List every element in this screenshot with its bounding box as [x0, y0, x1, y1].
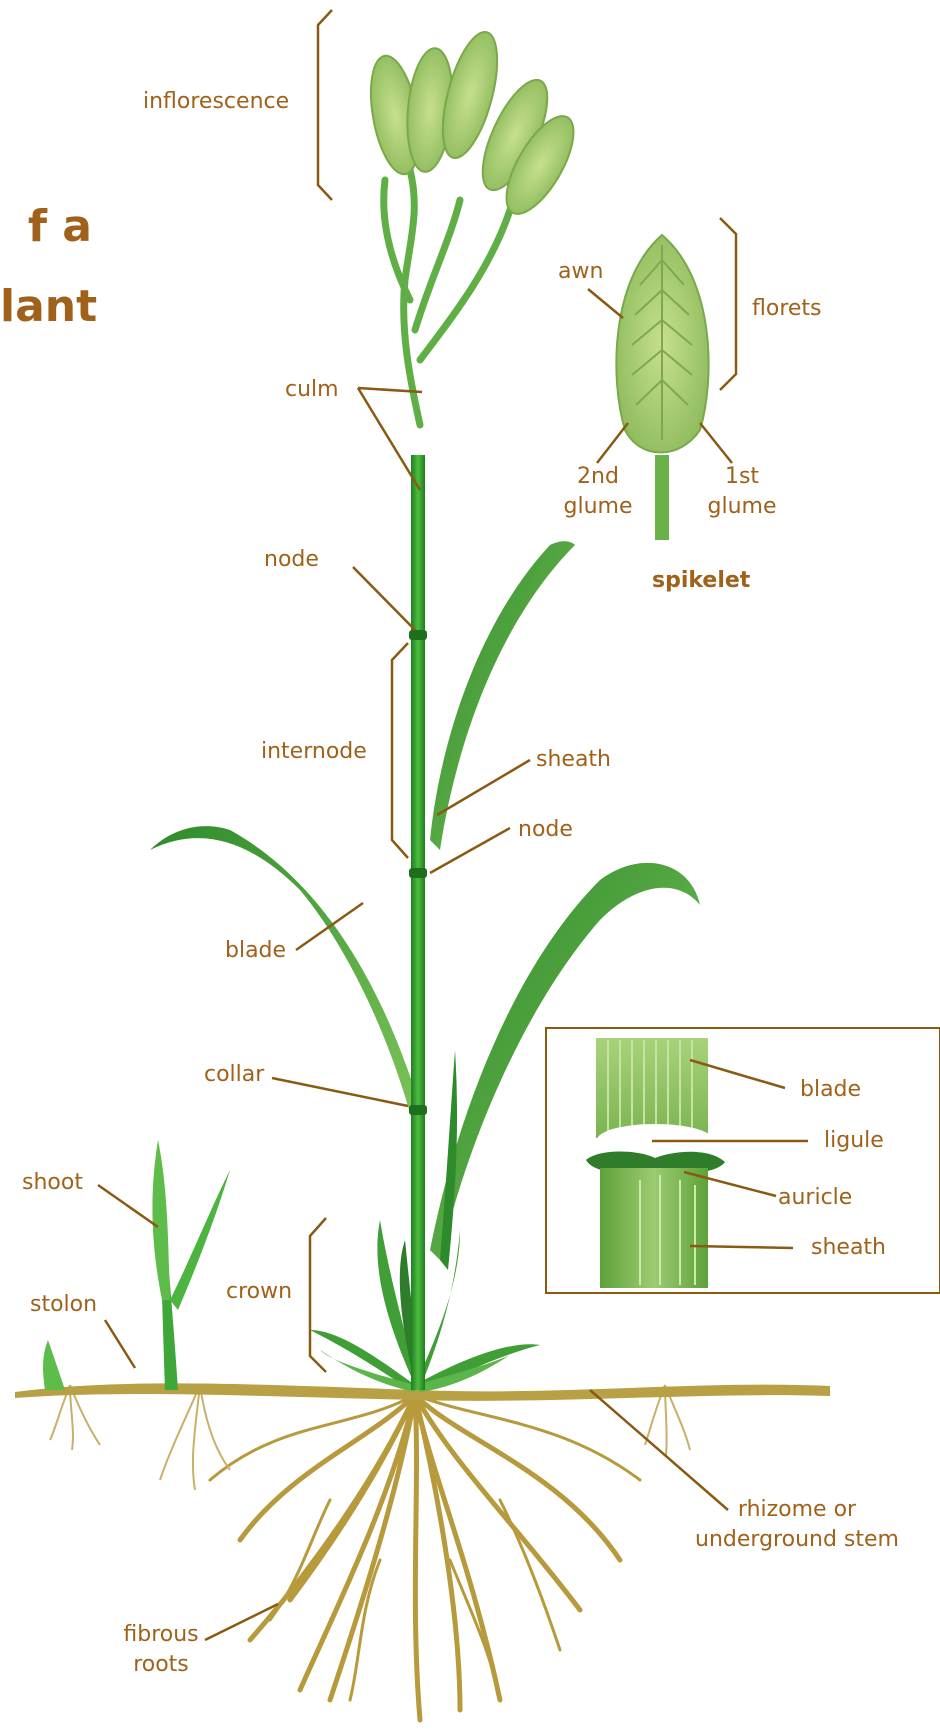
label-second-glume: 2nd glume — [556, 462, 640, 522]
label-sheath-main: sheath — [536, 745, 611, 775]
label-shoot: shoot — [22, 1168, 83, 1198]
label-rhizome-line-1: rhizome or — [682, 1495, 912, 1525]
label-crown: crown — [226, 1277, 292, 1307]
inset-label-sheath: sheath — [811, 1233, 886, 1263]
label-first-glume-line-1: 1st — [700, 462, 784, 492]
label-blade-main: blade — [225, 936, 286, 966]
title-line-2: lant — [0, 279, 92, 335]
label-fibrous-roots: fibrous roots — [108, 1620, 214, 1680]
label-fibrous-line-1: fibrous — [108, 1620, 214, 1650]
label-first-glume-line-2: glume — [700, 492, 784, 522]
label-fibrous-line-2: roots — [108, 1650, 214, 1680]
label-spikelet-caption: spikelet — [652, 566, 750, 596]
label-collar: collar — [204, 1060, 264, 1090]
fibrous-roots — [210, 1395, 640, 1720]
inflorescence-branches — [384, 170, 510, 425]
label-node-upper: node — [264, 545, 319, 575]
label-internode: internode — [261, 737, 367, 767]
label-stolon: stolon — [30, 1290, 97, 1320]
label-inflorescence: inflorescence — [143, 87, 289, 117]
label-florets: florets — [752, 294, 822, 324]
label-culm: culm — [285, 375, 339, 405]
label-second-glume-line-1: 2nd — [556, 462, 640, 492]
label-first-glume: 1st glume — [700, 462, 784, 522]
inset-label-blade: blade — [800, 1075, 861, 1105]
label-node-lower: node — [518, 815, 573, 845]
inset-label-auricle: auricle — [778, 1183, 852, 1213]
inflorescence-spikes — [363, 27, 587, 224]
label-awn: awn — [558, 257, 603, 287]
culm-stem — [409, 455, 427, 1390]
inset-label-ligule: ligule — [824, 1126, 884, 1156]
label-second-glume-line-2: glume — [556, 492, 640, 522]
label-rhizome-line-2: underground stem — [682, 1525, 912, 1555]
label-rhizome: rhizome or underground stem — [682, 1495, 912, 1555]
title-line-1: f a — [0, 199, 92, 255]
